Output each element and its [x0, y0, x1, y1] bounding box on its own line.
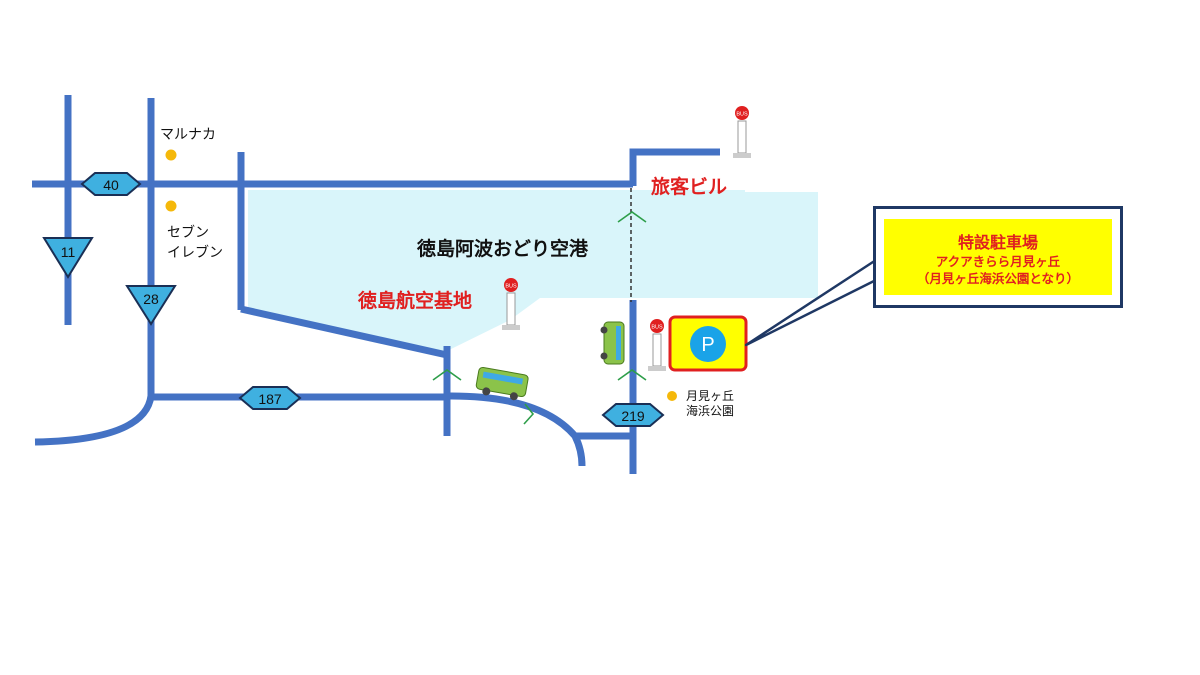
svg-text:BUS: BUS [736, 112, 748, 118]
bus-icon [475, 366, 529, 401]
marunaka-label: マルナカ [160, 127, 216, 143]
route-11-label: 11 [61, 244, 76, 260]
chevron-icon [432, 369, 462, 381]
chevron-icon [617, 211, 647, 223]
parking-name: アクアきらら月見ヶ丘 [935, 254, 1061, 269]
road-west-curve [34, 395, 155, 446]
air-base-label: 徳島航空基地 [358, 290, 473, 312]
seven-eleven-label-line1: セブン [167, 225, 209, 241]
direction-chevrons [432, 211, 647, 425]
airport-area [248, 190, 818, 352]
route-40-label: 40 [103, 177, 119, 193]
route-shield-219: 219 [601, 403, 665, 427]
route-shield-11: 11 [42, 237, 94, 279]
parking-title: 特設駐車場 [957, 233, 1038, 252]
road-airport-south [240, 305, 448, 359]
bus-stop-icon: BUS [648, 319, 666, 371]
terminal-label: 旅客ビル [651, 176, 728, 198]
route-219-label: 219 [621, 408, 645, 424]
marunaka-dot [165, 149, 177, 161]
parking-symbol: P [701, 334, 714, 356]
park-label-line2: 海浜公園 [686, 404, 735, 418]
seven-eleven-label-line2: イレブン [167, 245, 223, 261]
route-28-label: 28 [143, 291, 159, 307]
bus-stop-icon: BUS [502, 278, 520, 330]
route-shield-187: 187 [238, 386, 302, 410]
svg-text:BUS: BUS [651, 325, 663, 331]
airport-name: 徳島阿波おどり空港 [417, 238, 589, 260]
parking-marker: P [668, 315, 748, 372]
svg-text:BUS: BUS [505, 284, 517, 290]
chevron-icon [617, 369, 647, 381]
park-label-line1: 月見ヶ丘 [686, 389, 735, 403]
road-curve-south [446, 392, 586, 467]
park-dot [667, 391, 677, 401]
road-terminal [629, 148, 720, 186]
chevron-icon [523, 403, 535, 425]
bus-icon [600, 321, 625, 365]
road-network [32, 95, 720, 474]
parking-callout: 特設駐車場 アクアきらら月見ヶ丘 （月見ヶ丘海浜公園となり） [873, 206, 1123, 308]
route-shield-28: 28 [125, 285, 177, 326]
route-shield-40: 40 [80, 172, 142, 196]
parking-callout-highlight: 特設駐車場 アクアきらら月見ヶ丘 （月見ヶ丘海浜公園となり） [884, 219, 1112, 295]
bus-stop-icon: BUS [733, 106, 751, 158]
parking-note: （月見ヶ丘海浜公園となり） [916, 271, 1080, 286]
route-187-label: 187 [258, 391, 282, 407]
seven-eleven-dot [165, 200, 177, 212]
